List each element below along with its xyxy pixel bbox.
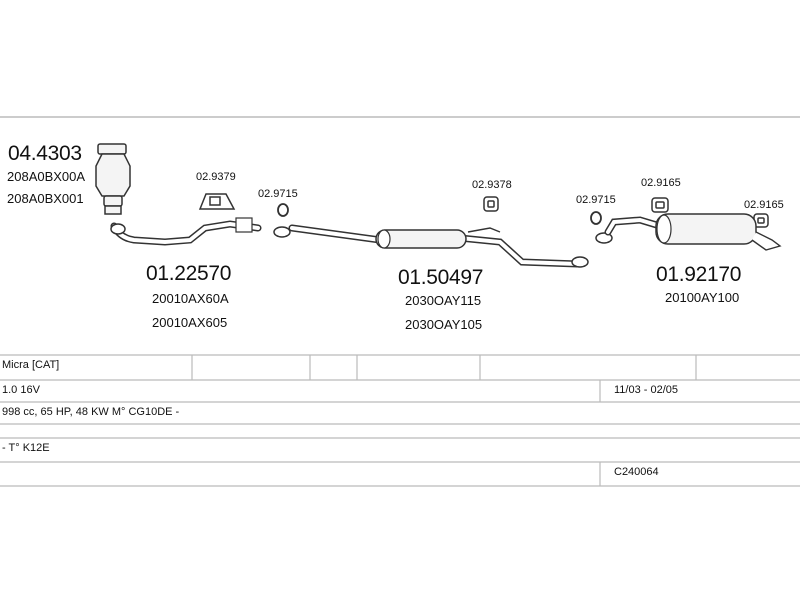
rear-silencer-oe-number: 20100AY100: [665, 290, 740, 305]
rubber-ring-icon: [273, 226, 291, 238]
rubber-ring-icon: [595, 232, 613, 244]
rear-silencer-part-number: 01.92170: [656, 263, 742, 286]
table-grid: [0, 354, 800, 487]
center-pipe-oe-number: 2030OAY115: [405, 293, 482, 308]
rubber-ring-icon: [590, 211, 602, 225]
center-pipe-part-number: 01.50497: [398, 266, 484, 289]
front-pipe-oe-number: 20010AX60A: [152, 291, 229, 306]
vehicle-type: - T° K12E: [2, 442, 50, 454]
reference-code: C240064: [614, 466, 659, 478]
year-range: 11/03 - 02/05: [614, 384, 679, 396]
table-row: Micra [CAT]: [0, 355, 800, 380]
table-row: 998 cc, 65 HP, 48 KW M° CG10DE -: [0, 402, 800, 424]
table-row: 1.0 16V 11/03 - 02/05: [0, 380, 800, 402]
rubber-ring-icon: [277, 203, 289, 217]
mount-part-number: 02.9378: [472, 179, 512, 191]
engine-label: 1.0 16V: [2, 384, 40, 396]
vehicle-model: Micra [CAT]: [2, 359, 60, 371]
rear-silencer-icon: [604, 213, 782, 251]
table-row: - T° K12E: [0, 438, 800, 462]
front-pipe-part-number: 01.22570: [146, 262, 232, 285]
mount-part-number: 02.9715: [576, 194, 616, 206]
cat-oe-number: 208A0BX001: [7, 191, 84, 206]
table-row: C240064: [0, 462, 800, 486]
center-pipe-oe-number: 2030OAY105: [405, 317, 483, 332]
cat-oe-number: 208A0BX00A: [7, 169, 86, 184]
mount-part-number: 02.9165: [641, 177, 681, 189]
front-pipe-icon: [110, 217, 262, 246]
center-pipe-icon: [288, 224, 589, 268]
engine-spec: 998 cc, 65 HP, 48 KW M° CG10DE -: [2, 406, 180, 418]
catalytic-converter-icon: [95, 143, 131, 215]
front-pipe-oe-number: 20010AX605: [152, 315, 228, 330]
mount-part-number: 02.9715: [258, 188, 298, 200]
rubber-hanger-icon: [483, 196, 499, 212]
mount-bracket-icon: [198, 193, 236, 210]
cat-part-number: 04.4303: [8, 142, 82, 165]
rubber-hanger-icon: [753, 213, 769, 228]
mount-part-number: 02.9165: [744, 199, 784, 211]
rubber-hanger-icon: [651, 197, 669, 213]
mount-part-number: 02.9379: [196, 171, 236, 183]
